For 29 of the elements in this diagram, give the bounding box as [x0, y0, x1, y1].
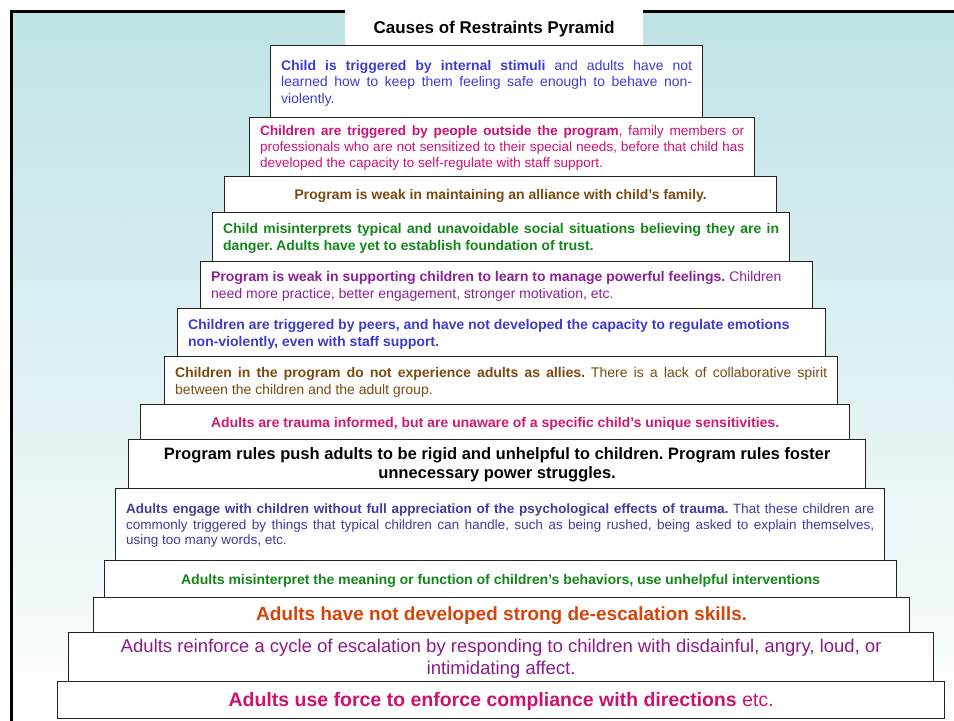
pyramid-title: Causes of Restraints Pyramid — [345, 10, 643, 45]
cause-box — [249, 117, 755, 177]
cause-box — [140, 404, 850, 440]
cause-text: Adults have not developed strong de-escalation skills. — [255, 604, 748, 626]
cause-text: Child misinterprets typical and unavoidable social situations believing they are in danger. Adults have yet to establish foundation of trust. — [223, 220, 779, 254]
cause-text: Adults reinforce a cycle of escalation by responding to children with disdainful, angry, loud, or intimidating affect. — [120, 635, 882, 679]
cause-box — [57, 681, 945, 719]
cause-text: Children are triggered by people outside the program, family members or professionals who are not sensitized to their special needs, before that child has developed the capacity to self-regulate with staff support. — [260, 122, 744, 172]
cause-text: Adults use force to enforce compliance with directions etc. — [227, 688, 775, 712]
cause-text: Program is weak in maintaining an alliance with child’s family. — [293, 186, 708, 203]
cause-box — [128, 439, 866, 489]
cause-box — [212, 212, 790, 262]
cause-text: Adults engage with children without full appreciation of the psychological effects of trauma. That these children are commonly triggered by things that typical children can handle, such as being rushed, being asked to explain themselves, using too many words, etc. — [126, 500, 874, 548]
cause-box — [200, 261, 813, 309]
cause-box — [93, 597, 910, 633]
cause-text: Children are triggered by peers, and have not developed the capacity to regulate emotions non-violently, even with staff support. — [188, 316, 790, 350]
cause-box — [224, 176, 777, 213]
cause-text: Adults are trauma informed, but are unaware of a specific child’s unique sensitivities. — [210, 414, 780, 430]
cause-text: Program rules push adults to be rigid and unhelpful to children. Program rules foster unnecessary power struggles. — [162, 444, 832, 484]
cause-box — [177, 308, 826, 357]
cause-text: Program is weak in supporting children to learn to manage powerful feelings. Children need more practice, better engagement, stronger motivation, etc. — [211, 268, 782, 302]
cause-box — [68, 632, 934, 682]
cause-text: Child is triggered by internal stimuli and adults have not learned how to keep them feeling safe enough to behave non-violently. — [281, 56, 692, 106]
cause-text: Children in the program do not experience adults as allies. There is a lack of collaborative spirit between the children and the adult group. — [175, 364, 827, 398]
cause-box — [164, 356, 838, 405]
cause-text: Adults misinterpret the meaning or function of children’s behaviors, use unhelpful interventions — [180, 570, 821, 588]
cause-box — [270, 45, 703, 118]
cause-box — [104, 560, 897, 598]
cause-box — [115, 488, 885, 561]
